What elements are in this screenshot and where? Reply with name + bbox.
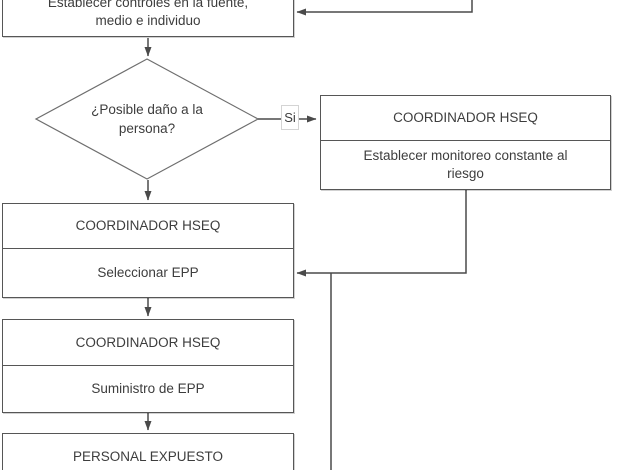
controls-box-line-2: medio e individuo [95,13,201,28]
monitor-box-body: Establecer monitoreo constante al riesgo [321,140,610,189]
connector-monitor-to-select-box [296,190,467,277]
supply-box: COORDINADOR HSEQ Suministro de EPP [2,319,294,413]
exposed-box-header: PERSONAL EXPUESTO [72,448,224,464]
supply-box-body: Suministro de EPP [3,365,293,412]
monitor-box-header: COORDINADOR HSEQ [393,110,538,125]
supply-box-header: COORDINADOR HSEQ [75,334,221,350]
controls-box: Establecer controles en la fuente, medio… [2,0,294,37]
decision-diamond [34,58,260,180]
decision-text: ¿Posible daño a la persona? [47,100,247,138]
decision-text-line-2: persona? [118,121,176,136]
exposed-box: PERSONAL EXPUESTO [2,433,294,470]
select-box-body: Seleccionar EPP [3,248,293,297]
controls-box-line-1: Establecer controles en la fuente, [47,0,249,10]
decision-text-line-1: ¿Posible daño a la [91,102,203,117]
monitor-box: COORDINADOR HSEQ Establecer monitoreo co… [320,95,611,190]
select-box: COORDINADOR HSEQ Seleccionar EPP [2,203,294,298]
connector-return-to-controls-box [296,0,473,16]
select-box-header: COORDINADOR HSEQ [75,218,221,233]
monitor-box-body-line-1: Establecer monitoreo constante al [363,148,568,163]
yes-branch-label: Si [281,105,299,130]
monitor-box-body-line-2: riesgo [447,166,484,181]
